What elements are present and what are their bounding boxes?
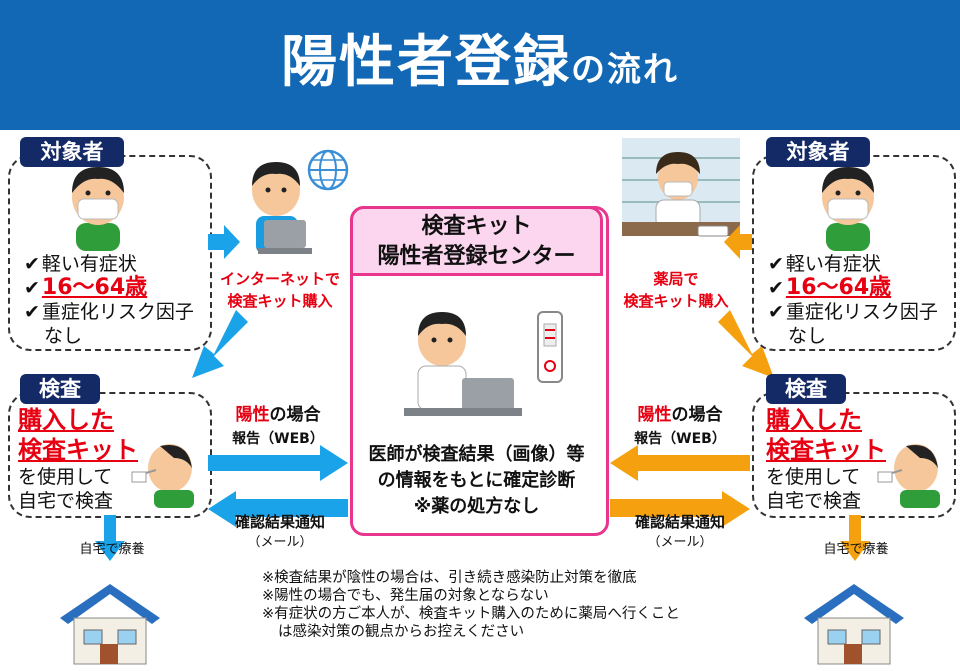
doctor-laptop-icon: [404, 312, 522, 416]
right-conditions: ✔軽い有症状 ✔16～64歳 ✔重症化リスク因子 なし: [768, 253, 938, 347]
internet-purchase-label: インターネットで 検査キット購入: [219, 270, 340, 310]
right-home-label: 自宅で療養: [823, 542, 889, 557]
left-test-text: 購入した 検査キット を使用して 自宅で検査: [18, 406, 138, 512]
left-flow-arrows: [208, 445, 348, 527]
left-target-tag: 対象者: [20, 137, 124, 167]
right-test-text: 購入した 検査キット を使用して 自宅で検査: [766, 406, 886, 512]
arrow-left-icon: [724, 225, 756, 259]
arrow-down-icon: [840, 515, 870, 561]
check-icon: ✔: [768, 277, 784, 299]
right-flow-arrows: [610, 445, 750, 527]
center-title: 検査キット 陽性者登録センター: [377, 214, 576, 269]
check-icon: ✔: [24, 253, 40, 275]
title-suffix-text: の流れ: [571, 50, 679, 90]
pharmacist-icon: [622, 138, 740, 237]
pharmacy-purchase-label: 薬局で 検査キット購入: [623, 270, 729, 310]
title-main-text: 陽性者登録: [281, 30, 571, 95]
check-icon: ✔: [24, 301, 40, 323]
left-mail-label: （メール）: [247, 535, 313, 550]
arrow-right-icon: [208, 225, 240, 259]
right-target-tag: 対象者: [766, 137, 870, 167]
globe-icon: [307, 149, 349, 191]
arrow-diagonal-icon: [192, 310, 248, 378]
title-bar: [0, 0, 960, 130]
right-confirm-label: 確認結果通知: [634, 513, 725, 531]
notes: ※検査結果が陰性の場合は、引き続き感染防止対策を徹底 ※陽性の場合でも、発生届の…: [262, 570, 680, 640]
swab-person-icon: [131, 444, 194, 508]
test-kit-icon: [537, 311, 563, 383]
arrow-diagonal-icon: [718, 310, 774, 378]
page-title: 陽性者登録の流れ: [0, 28, 960, 105]
left-test-tag: 検査: [20, 374, 100, 404]
house-icon: [60, 584, 160, 665]
left-report-label: 報告（WEB）: [232, 431, 324, 447]
swab-person-icon: [877, 444, 940, 508]
center-body-text: 医師が検査結果（画像）等 の情報をもとに確定診断 ※薬の処方なし: [368, 444, 585, 517]
right-mail-label: （メール）: [647, 535, 713, 550]
left-conditions: ✔軽い有症状 ✔16～64歳 ✔重症化リスク因子 なし: [24, 253, 194, 347]
arrow-down-icon: [95, 515, 125, 561]
laptop-person-icon: [252, 162, 312, 254]
check-icon: ✔: [768, 253, 784, 275]
person-mask-icon: [822, 167, 874, 251]
right-report-label: 報告（WEB）: [634, 431, 726, 447]
person-mask-icon: [72, 167, 124, 251]
left-confirm-label: 確認結果通知: [234, 513, 325, 531]
right-positive-label: 陽性の場合: [637, 405, 723, 425]
house-icon: [804, 584, 904, 665]
left-home-label: 自宅で療養: [79, 542, 145, 557]
check-icon: ✔: [24, 277, 40, 299]
check-icon: ✔: [768, 301, 784, 323]
left-positive-label: 陽性の場合: [235, 405, 321, 425]
center-header: [350, 206, 603, 276]
right-test-tag: 検査: [766, 374, 846, 404]
